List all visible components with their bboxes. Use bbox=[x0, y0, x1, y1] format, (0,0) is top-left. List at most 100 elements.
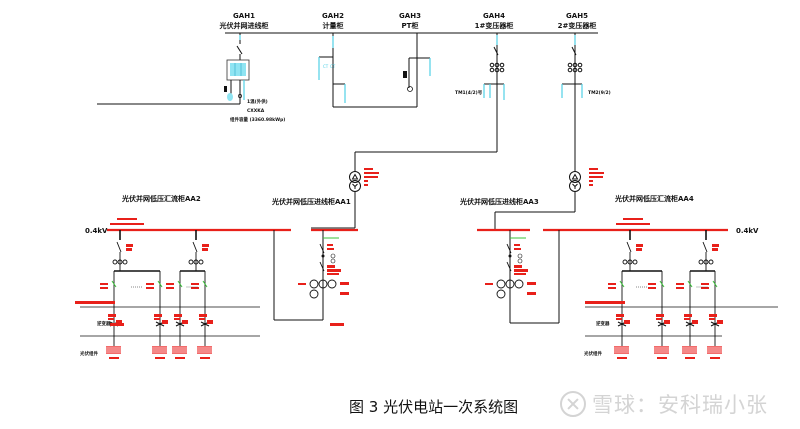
bus-voltage-right: 0.4kV bbox=[736, 227, 759, 235]
red-annotation bbox=[717, 320, 723, 324]
breaker-icon bbox=[177, 280, 183, 288]
watermark-separator: ： bbox=[636, 393, 658, 417]
red-annotation bbox=[616, 314, 624, 317]
red-annotation bbox=[191, 287, 199, 289]
transformer-2-icon bbox=[494, 168, 604, 230]
red-annotation bbox=[155, 357, 165, 359]
pv-module-icon bbox=[152, 346, 167, 354]
breaker-icon bbox=[687, 280, 693, 288]
pv-array-label-left: 光伏组件 bbox=[79, 350, 98, 357]
ct-icon bbox=[227, 93, 233, 101]
gah5-feeder: TM2(9/2) bbox=[561, 33, 611, 172]
red-annotation bbox=[202, 244, 209, 247]
red-annotation bbox=[608, 287, 616, 289]
red-annotation bbox=[616, 318, 622, 320]
red-annotation bbox=[100, 283, 108, 285]
gah2-metering: CT CT bbox=[318, 33, 417, 108]
red-annotation bbox=[710, 357, 720, 359]
fuse-icon bbox=[698, 259, 704, 265]
red-annotation bbox=[75, 301, 115, 304]
red-annotation bbox=[327, 244, 333, 246]
ct-icon bbox=[309, 289, 319, 299]
panel-label-aa3: 光伏并网低压进线柜AA3 bbox=[459, 197, 539, 206]
red-annotation bbox=[166, 283, 174, 285]
gah3-pt bbox=[403, 33, 431, 107]
feeder-group bbox=[676, 230, 723, 359]
red-annotation bbox=[100, 287, 108, 289]
pv-branches bbox=[75, 230, 778, 359]
red-annotation bbox=[527, 292, 536, 295]
cabinet-code-gah3: GAH3 bbox=[399, 12, 421, 20]
ct-icon bbox=[496, 279, 506, 289]
breaker-icon bbox=[157, 280, 163, 288]
watermark-brand: 雪球 bbox=[592, 393, 636, 417]
red-annotation bbox=[126, 244, 133, 247]
bus-tie-loops bbox=[273, 230, 560, 324]
incoming-note-line3: 组件容量 (3360.98kWp) bbox=[230, 116, 285, 123]
cabinet-name-gah2: 计量柜 bbox=[323, 21, 344, 30]
red-annotation bbox=[709, 314, 717, 317]
red-annotation bbox=[514, 273, 526, 275]
fuse-icon bbox=[117, 259, 123, 265]
fuse-icon bbox=[122, 259, 128, 265]
incoming-note-line2: CXXKA bbox=[247, 108, 265, 114]
cabinet-code-gah1: GAH1 bbox=[233, 12, 255, 20]
meter-icon bbox=[330, 258, 336, 264]
red-annotation bbox=[709, 318, 715, 320]
switch-icon bbox=[626, 241, 632, 253]
red-annotation bbox=[126, 248, 132, 251]
incomer-breaker-group bbox=[485, 230, 536, 320]
red-annotation bbox=[166, 287, 174, 289]
snowball-logo-icon bbox=[560, 391, 586, 417]
breaker-icon bbox=[712, 280, 718, 288]
red-annotation bbox=[712, 244, 719, 247]
fuse-cluster-icon bbox=[567, 62, 583, 73]
transformer-1-icon bbox=[311, 168, 379, 229]
red-annotation bbox=[527, 282, 536, 285]
red-annotation bbox=[199, 314, 207, 317]
gah4-feeder: TM1(4/2)号 bbox=[354, 33, 505, 172]
red-annotation bbox=[174, 314, 182, 317]
red-annotation bbox=[514, 265, 522, 268]
red-annotation bbox=[657, 357, 667, 359]
red-annotation bbox=[191, 283, 199, 285]
breaker-icon bbox=[202, 280, 208, 288]
breaker-icon bbox=[506, 261, 512, 272]
incomer-breaker-group bbox=[298, 230, 349, 320]
inverter-label-right: 逆变器 bbox=[596, 320, 610, 327]
red-annotation bbox=[648, 283, 656, 285]
cabinet-code-gah5: GAH5 bbox=[566, 12, 588, 20]
panel-label-aa2: 光伏并网低压汇流柜AA2 bbox=[121, 194, 201, 203]
pv-module-icon bbox=[707, 346, 722, 354]
pv-module-icon bbox=[654, 346, 669, 354]
breaker-icon bbox=[619, 280, 625, 288]
node-dot bbox=[321, 254, 325, 258]
red-annotation bbox=[685, 357, 695, 359]
red-annotation bbox=[485, 283, 493, 285]
cabinet-name-gah5: 2#变压器柜 bbox=[558, 21, 597, 30]
feeder-group bbox=[608, 230, 670, 359]
red-annotation bbox=[199, 318, 205, 320]
red-annotation bbox=[330, 323, 344, 326]
red-annotation bbox=[692, 320, 698, 324]
red-annotation bbox=[175, 357, 185, 359]
fuse-icon bbox=[703, 259, 709, 265]
breaker-icon bbox=[319, 261, 325, 272]
red-annotation bbox=[174, 318, 180, 320]
red-annotation bbox=[108, 314, 116, 317]
meter-icon bbox=[517, 258, 523, 264]
red-annotation bbox=[514, 248, 521, 250]
panel-label-aa1: 光伏并网低压进线柜AA1 bbox=[271, 197, 351, 206]
red-annotation bbox=[298, 283, 306, 285]
red-annotation bbox=[514, 244, 520, 246]
ct-icon bbox=[327, 279, 337, 289]
figure-caption: 图 3 光伏电站一次系统图 bbox=[349, 398, 519, 416]
lv-incomer-breakers bbox=[298, 230, 536, 320]
fuse-icon bbox=[188, 259, 194, 265]
watermark-author: 安科瑞小张 bbox=[658, 393, 768, 417]
meter-icon bbox=[517, 253, 523, 259]
fuse-icon bbox=[403, 71, 407, 78]
red-annotation bbox=[110, 323, 124, 326]
cabinet-name-gah1: 光伏并网进线柜 bbox=[219, 21, 269, 30]
